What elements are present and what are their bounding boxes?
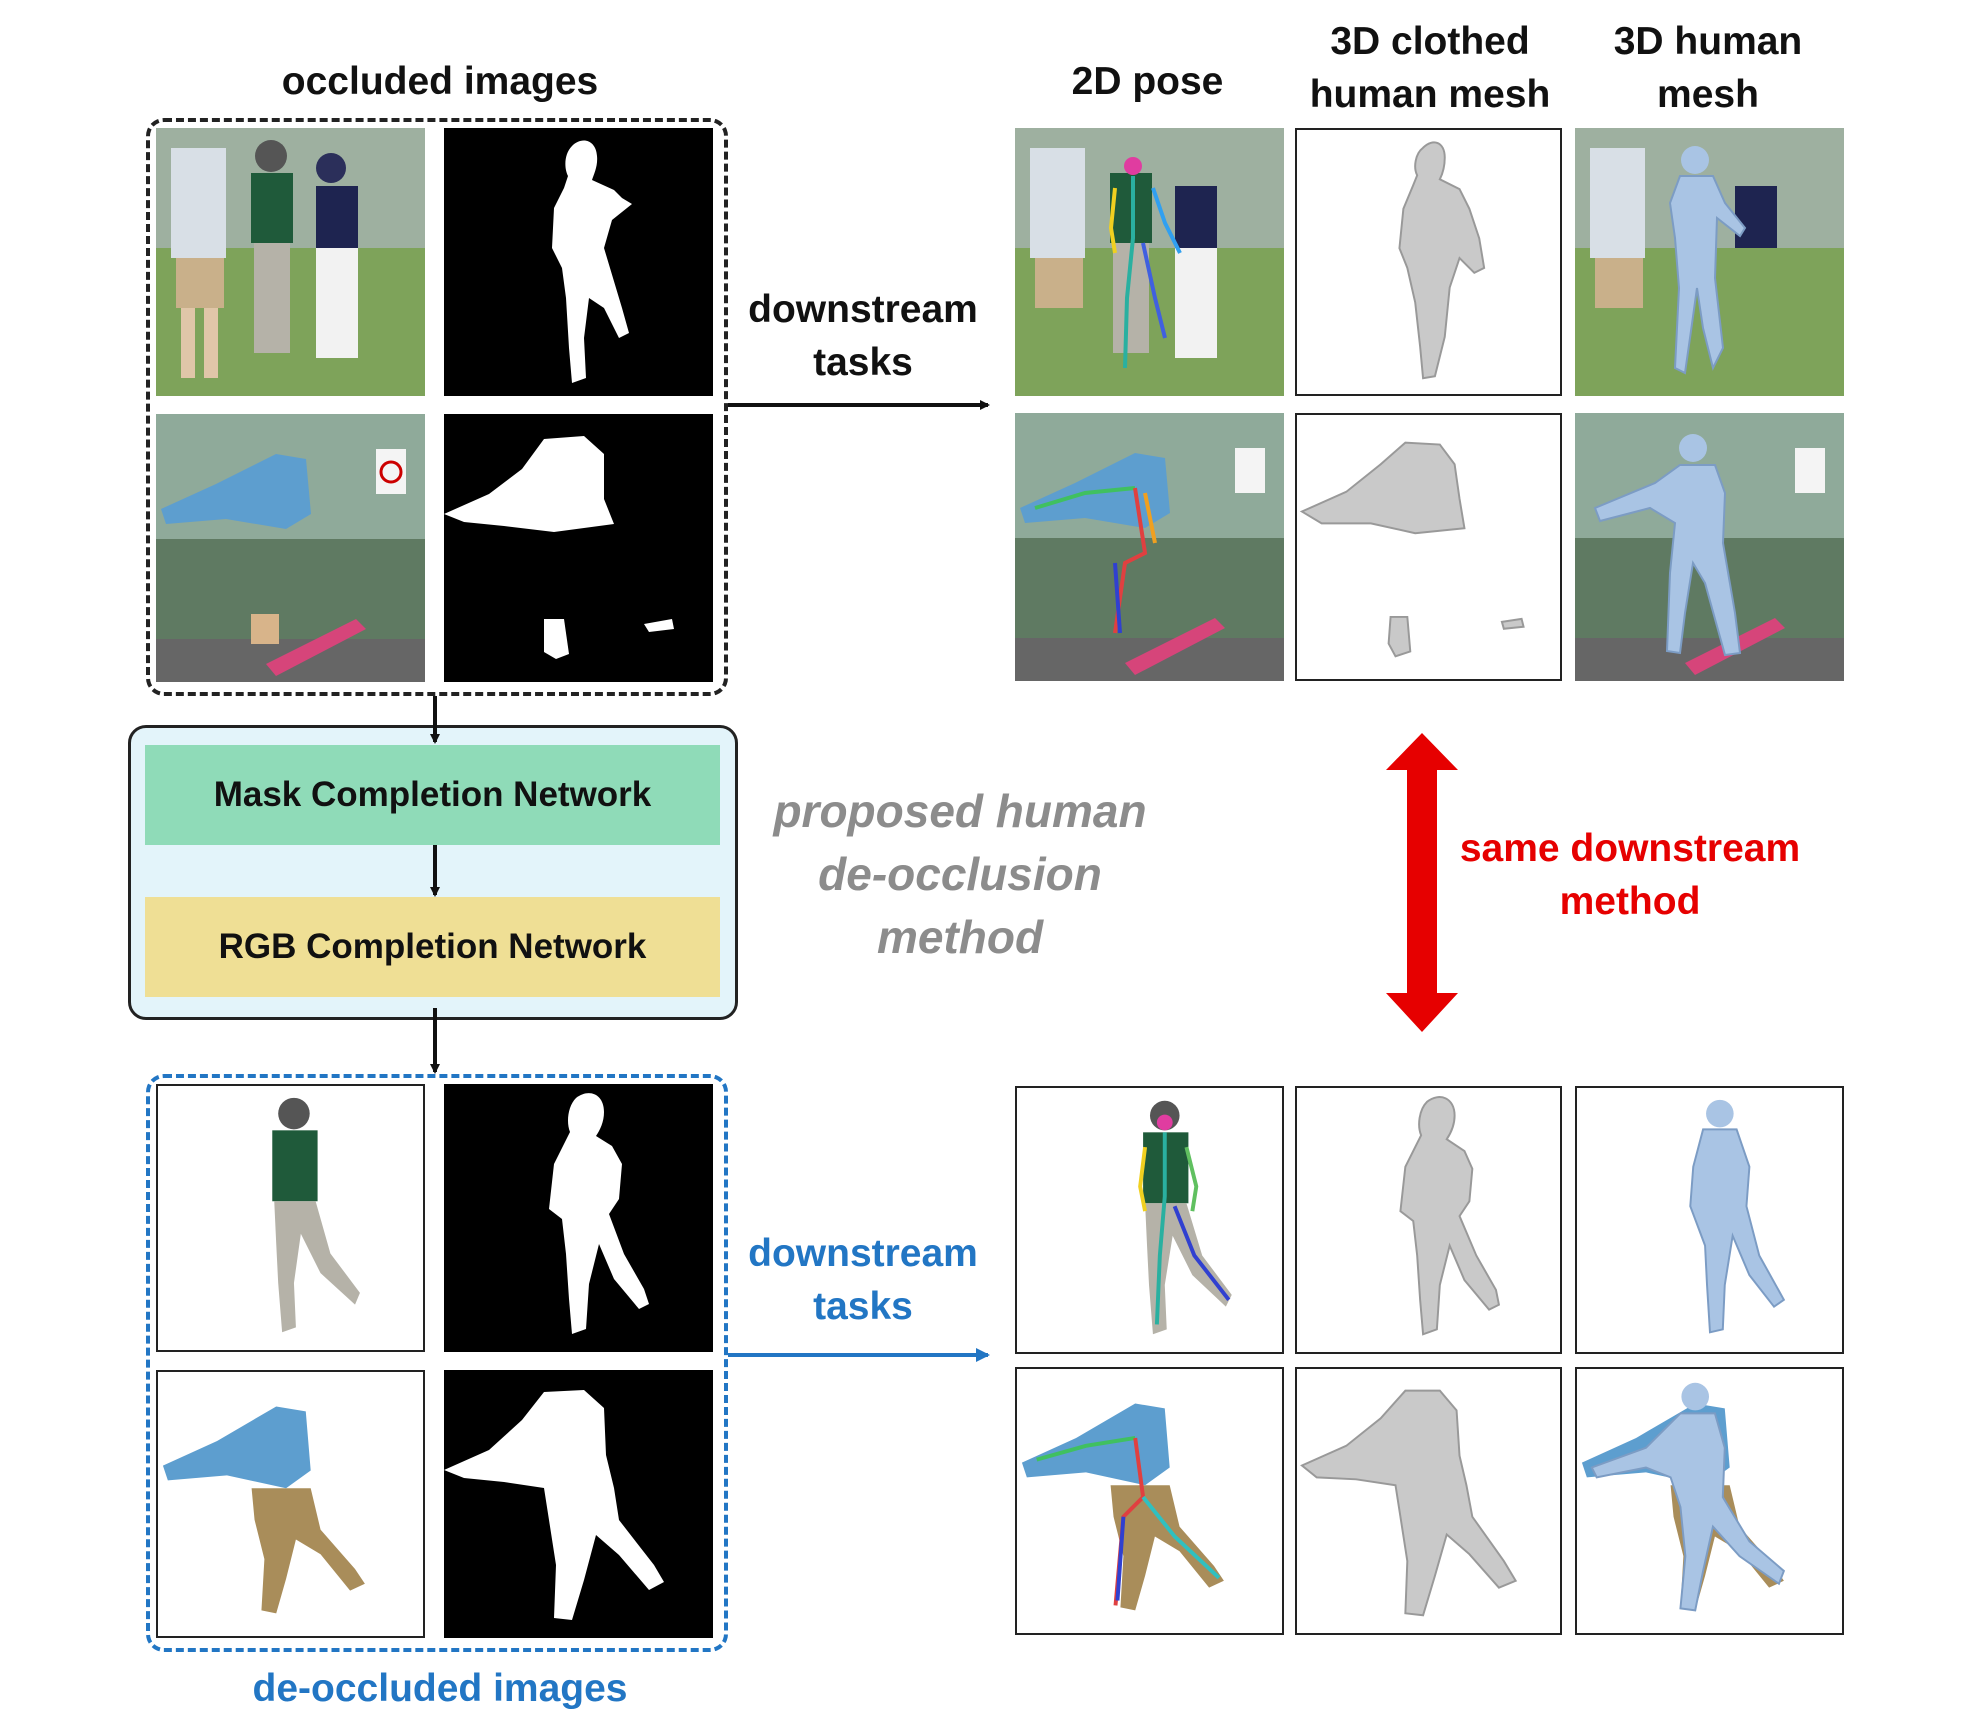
header-deoccluded-images: de-occluded images bbox=[252, 1667, 628, 1710]
human-mesh-result-baseball-occluded bbox=[1575, 128, 1844, 396]
deoccluded-mask-baseball bbox=[444, 1084, 713, 1352]
same-downstream-method-label: same downstream method bbox=[1459, 827, 1801, 923]
rgb-completion-network: RGB Completion Network bbox=[145, 897, 720, 997]
human-mesh-result-skateboard-deoccluded bbox=[1575, 1367, 1844, 1635]
deoccluded-image-baseball bbox=[156, 1084, 425, 1352]
occluded-image-baseball bbox=[156, 128, 425, 396]
occluded-image-skateboard bbox=[156, 414, 425, 682]
mask-completion-network: Mask Completion Network bbox=[145, 745, 720, 845]
clothed-mesh-result-skateboard-deoccluded bbox=[1295, 1367, 1562, 1635]
occluded-images-frame bbox=[146, 118, 728, 696]
clothed-mesh-result-skateboard-occluded bbox=[1295, 413, 1562, 681]
pose2d-result-baseball-occluded bbox=[1015, 128, 1284, 396]
header-occluded-images: occluded images bbox=[281, 60, 599, 103]
header-3d-human-mesh: 3D human mesh bbox=[1613, 20, 1803, 116]
pose2d-result-skateboard-occluded bbox=[1015, 413, 1284, 681]
downstream-tasks-top-label: downstream tasks bbox=[748, 288, 978, 384]
header-2d-pose: 2D pose bbox=[1071, 60, 1224, 103]
deoccluded-image-skateboard bbox=[156, 1370, 425, 1638]
pose2d-result-baseball-deoccluded bbox=[1015, 1086, 1284, 1354]
deoccluded-images-frame bbox=[146, 1074, 728, 1652]
proposed-method-label: proposed human de-occlusion method bbox=[773, 785, 1147, 963]
clothed-mesh-result-baseball-occluded bbox=[1295, 128, 1562, 396]
pose2d-result-skateboard-deoccluded bbox=[1015, 1367, 1284, 1635]
downstream-tasks-bottom-label: downstream tasks bbox=[748, 1232, 978, 1328]
occluded-mask-baseball bbox=[444, 128, 713, 396]
header-3d-clothed-human-mesh: 3D clothed human mesh bbox=[1309, 20, 1551, 116]
human-mesh-result-skateboard-occluded bbox=[1575, 413, 1844, 681]
clothed-mesh-result-baseball-deoccluded bbox=[1295, 1086, 1562, 1354]
deoccluded-mask-skateboard bbox=[444, 1370, 713, 1638]
human-mesh-result-baseball-deoccluded bbox=[1575, 1086, 1844, 1354]
occluded-mask-skateboard bbox=[444, 414, 713, 682]
